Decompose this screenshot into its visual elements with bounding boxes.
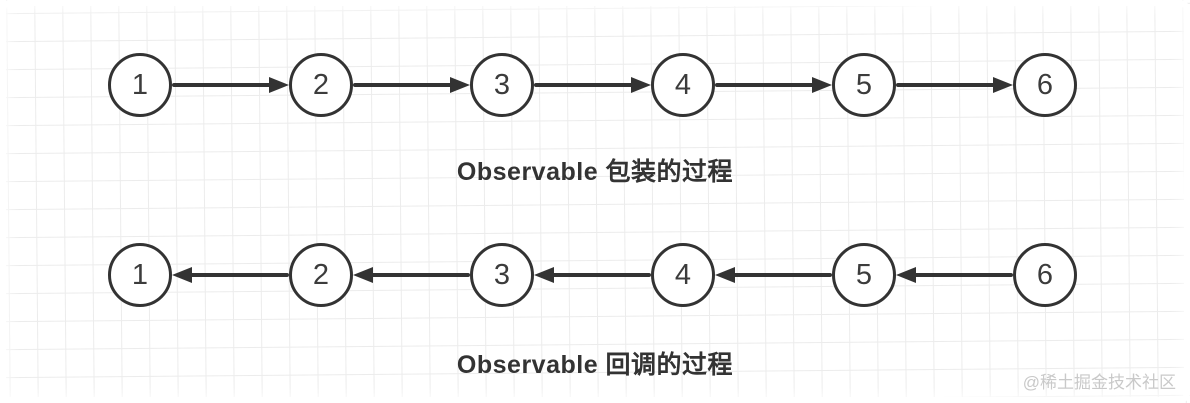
node-label: 5 [855,258,873,291]
watermark: @稀土掘金技术社区 [1022,373,1176,392]
node-label: 4 [674,68,692,101]
node-circle-3b[interactable]: 3 [470,243,534,307]
node-circle-4b[interactable]: 4 [651,243,715,307]
node-label: 2 [312,258,330,291]
node-label: 5 [855,68,873,101]
arrowhead-left-icon [534,267,554,283]
node-label: 6 [1036,258,1054,291]
node-label: 1 [131,68,149,101]
arrow-shaft [172,83,271,87]
arrow-left-2-1 [172,267,289,283]
arrowhead-left-icon [715,267,735,283]
node-circle-2b[interactable]: 2 [289,243,353,307]
node-label: 6 [1036,68,1054,101]
arrow-left-4-3 [534,267,651,283]
arrow-shaft [534,83,633,87]
arrowhead-left-icon [353,267,373,283]
arrowhead-left-icon [896,267,916,283]
node-circle-6b[interactable]: 6 [1013,243,1077,307]
caption-callback-process: Observable 回调的过程 [456,351,734,379]
node-circle-6[interactable]: 6 [1013,53,1077,117]
arrow-right-4-5 [715,77,832,93]
arrow-left-3-2 [353,267,470,283]
arrow-shaft [715,83,814,87]
arrow-shaft [353,83,452,87]
node-label: 3 [493,68,511,101]
node-circle-3[interactable]: 3 [470,53,534,117]
node-label: 1 [131,258,149,291]
arrow-shaft [914,273,1013,277]
arrow-shaft [733,273,832,277]
node-label: 2 [312,68,330,101]
arrow-shaft [190,273,289,277]
arrowhead-right-icon [993,77,1013,93]
arrow-shaft [371,273,470,277]
arrow-shaft [552,273,651,277]
node-circle-5[interactable]: 5 [832,53,896,117]
arrowhead-right-icon [631,77,651,93]
arrow-right-1-2 [172,77,289,93]
arrow-shaft [896,83,995,87]
node-circle-1[interactable]: 1 [108,53,172,117]
arrow-right-3-4 [534,77,651,93]
arrow-left-5-4 [715,267,832,283]
node-circle-2[interactable]: 2 [289,53,353,117]
node-circle-1b[interactable]: 1 [108,243,172,307]
arrowhead-right-icon [269,77,289,93]
arrowhead-left-icon [172,267,192,283]
node-circle-5b[interactable]: 5 [832,243,896,307]
arrowhead-right-icon [450,77,470,93]
arrow-right-2-3 [353,77,470,93]
node-label: 3 [493,258,511,291]
caption-wrapping-process: Observable 包装的过程 [456,158,734,186]
arrow-right-5-6 [896,77,1013,93]
node-label: 4 [674,258,692,291]
arrowhead-right-icon [812,77,832,93]
node-circle-4[interactable]: 4 [651,53,715,117]
arrow-left-6-5 [896,267,1013,283]
